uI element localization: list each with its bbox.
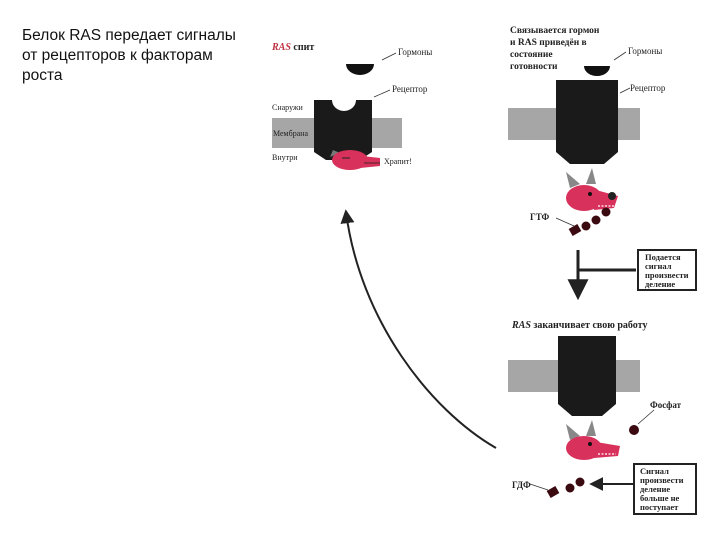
ras-protein-awake <box>566 168 618 211</box>
receptor <box>558 336 616 416</box>
ras-protein-finishing <box>566 420 620 460</box>
panel3-heading: RAS заканчивает свою работу <box>511 320 647 331</box>
phosphate-label: Фосфат <box>650 400 682 410</box>
receptor <box>314 100 372 160</box>
gtp-molecule <box>568 207 611 236</box>
panel1-heading: RAS спит <box>271 42 314 53</box>
ras-protein-sleeping <box>330 150 380 170</box>
panel2-heading-line2: и RAS приведён в <box>510 38 587 48</box>
panel-ras-ready: Связывается гормон и RAS приведён в сост… <box>508 26 697 301</box>
hormone-shape <box>346 64 374 75</box>
gdp-label: ГДФ <box>512 480 531 490</box>
snoring-label: Храпит! <box>384 157 412 166</box>
membrane-label: Мембрана <box>273 129 309 138</box>
receptor-activated <box>556 80 618 164</box>
panel-ras-sleeping: RAS спит Гормоны Рецептор Снаружи Мембра… <box>271 42 432 170</box>
slide-title: Белок RAS передает сигналы от рецепторов… <box>22 27 236 84</box>
inside-label: Внутри <box>272 153 298 162</box>
cycle-return-arrow <box>340 209 497 449</box>
division-signal-box <box>637 249 697 291</box>
gtp-label: ГТФ <box>530 212 550 222</box>
panel-ras-finishes: RAS заканчивает свою работу Фосфат ГДФ С… <box>508 320 697 515</box>
phosphate-molecule <box>629 425 639 435</box>
division-signal-text: Подается сигнал произвести деление <box>645 252 691 289</box>
panel2-heading-line4: готовности <box>510 62 558 72</box>
outside-label: Снаружи <box>272 103 303 112</box>
receptor-label: Рецептор <box>392 84 428 94</box>
no-division-signal-box <box>633 463 697 515</box>
hormones-label: Гормоны <box>628 46 662 56</box>
gdp-molecule <box>546 477 585 498</box>
hormone-shape <box>584 66 610 76</box>
panel2-heading-line1: Связывается гормон <box>510 26 600 36</box>
no-division-signal-text: Сигнал произвести деление больше не пост… <box>640 466 686 512</box>
receptor-label: Рецептор <box>630 83 666 93</box>
panel2-heading-line3: состояние <box>510 50 553 60</box>
hormones-label: Гормоны <box>398 47 432 57</box>
